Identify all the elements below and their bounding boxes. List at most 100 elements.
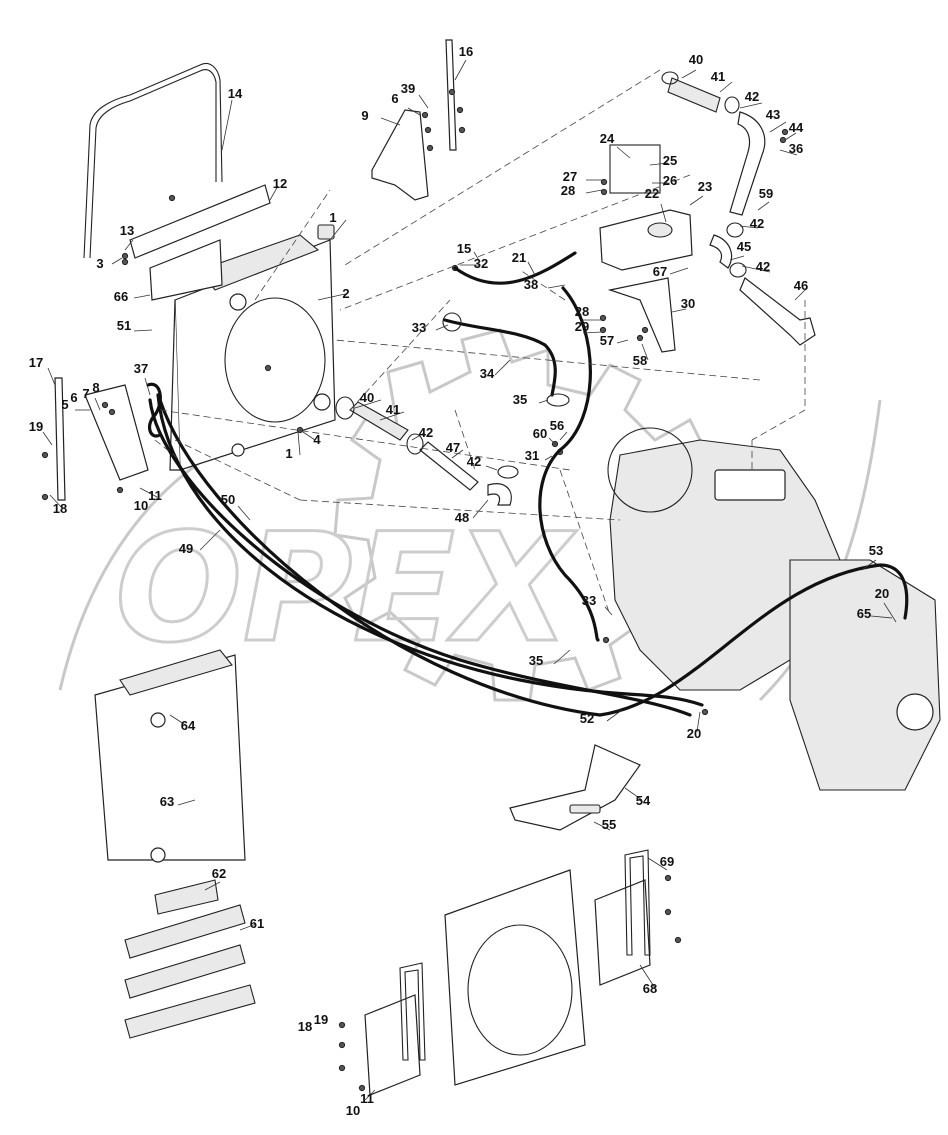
bolt (664, 874, 672, 882)
callout-c42b: 42 (419, 425, 433, 440)
callout-c39: 39 (401, 81, 415, 96)
radiator-bottom (444, 869, 586, 1086)
bolt (338, 1041, 346, 1049)
hose-50 (148, 398, 692, 717)
leader-line (689, 195, 704, 206)
leader-line (739, 102, 763, 109)
leader-line (729, 255, 745, 261)
bolt (674, 936, 682, 944)
leader-line (757, 201, 770, 211)
callout-c16: 16 (459, 44, 473, 59)
leader-line (237, 505, 251, 521)
leader-line (221, 99, 233, 151)
callout-c52: 52 (580, 711, 594, 726)
bracket-9 (371, 109, 429, 201)
callout-c19a: 19 (29, 419, 43, 434)
callout-c42a: 42 (745, 89, 759, 104)
leader-line (779, 149, 798, 156)
callout-c37: 37 (134, 361, 148, 376)
bracket-17 (54, 377, 66, 501)
leader-line (354, 399, 382, 409)
callout-c26: 26 (663, 173, 677, 188)
callout-c12: 12 (273, 176, 287, 191)
leader-line (133, 329, 153, 332)
hose-38-return (538, 286, 600, 642)
callout-c18b: 18 (298, 1019, 312, 1034)
leader-line (671, 308, 687, 313)
bolt (701, 708, 709, 716)
leader-line (199, 529, 221, 551)
leader-line (169, 714, 188, 727)
callout-c1a: 1 (329, 210, 336, 225)
reference-line (159, 409, 571, 471)
radiator-outlet (313, 393, 331, 411)
reference-line (154, 439, 181, 461)
callout-c11b: 11 (360, 1091, 374, 1106)
tank-bracket-24 (609, 144, 661, 194)
leader-line (139, 487, 158, 498)
leader-line (380, 117, 401, 126)
clamp-40-lower (335, 396, 355, 420)
leader-line (870, 615, 893, 619)
callout-c54: 54 (636, 793, 651, 808)
brace-54 (509, 744, 641, 831)
leader-line (647, 857, 668, 871)
callout-c28b: 28 (575, 304, 589, 319)
clip-69 (624, 849, 651, 956)
callout-c10a: 10 (134, 498, 148, 513)
callout-c33b: 33 (582, 593, 596, 608)
callout-c23: 23 (698, 179, 712, 194)
bolt (602, 636, 610, 644)
callout-c66: 66 (114, 289, 128, 304)
leader-line (696, 711, 701, 733)
leader-line (177, 799, 196, 806)
reference-line (519, 269, 566, 301)
leader-line (639, 964, 656, 989)
callout-c42e: 42 (756, 259, 770, 274)
leader-line (411, 432, 425, 441)
leader-line (669, 267, 689, 275)
cover-plate-66 (149, 239, 223, 301)
hose-41-lower (349, 401, 409, 441)
transmission (789, 559, 941, 791)
clamp-40-upper (661, 71, 679, 85)
bolt (338, 1021, 346, 1029)
bolt (338, 1064, 346, 1072)
bolt (121, 258, 129, 266)
engine-valve-cover (714, 469, 786, 501)
leader-line (784, 132, 797, 141)
callout-c61: 61 (250, 916, 264, 931)
callout-c11a: 11 (148, 488, 162, 503)
callout-c9: 9 (361, 108, 368, 123)
bolt (424, 126, 432, 134)
bolt (121, 252, 129, 260)
callout-c6b: 6 (70, 390, 77, 405)
elbow-48 (487, 483, 512, 506)
bolt (421, 111, 429, 119)
callout-c46: 46 (794, 278, 808, 293)
reference-line (339, 174, 691, 311)
leader-line (741, 265, 771, 273)
callout-c53: 53 (869, 543, 883, 558)
reference-line (334, 339, 761, 381)
leader-line (454, 59, 467, 81)
clamp-42-a (726, 222, 744, 238)
hoses-layer (146, 251, 909, 717)
callout-c22: 22 (645, 186, 659, 201)
callout-c5: 5 (61, 397, 68, 412)
reference-line (299, 499, 621, 521)
callout-c13: 13 (120, 223, 134, 238)
callout-c4: 4 (313, 432, 321, 447)
leader-line (553, 649, 571, 665)
callout-c29: 29 (575, 319, 589, 334)
clamp-42-mid (497, 465, 519, 479)
callout-c56: 56 (550, 418, 564, 433)
bolt (264, 364, 272, 372)
parts-layer (41, 39, 941, 1096)
leader-line (297, 431, 301, 456)
clamp-42-b (729, 262, 747, 278)
bolt (599, 326, 607, 334)
side-panel-68 (594, 879, 651, 986)
callout-c30: 30 (681, 296, 695, 311)
bolt (41, 493, 49, 501)
